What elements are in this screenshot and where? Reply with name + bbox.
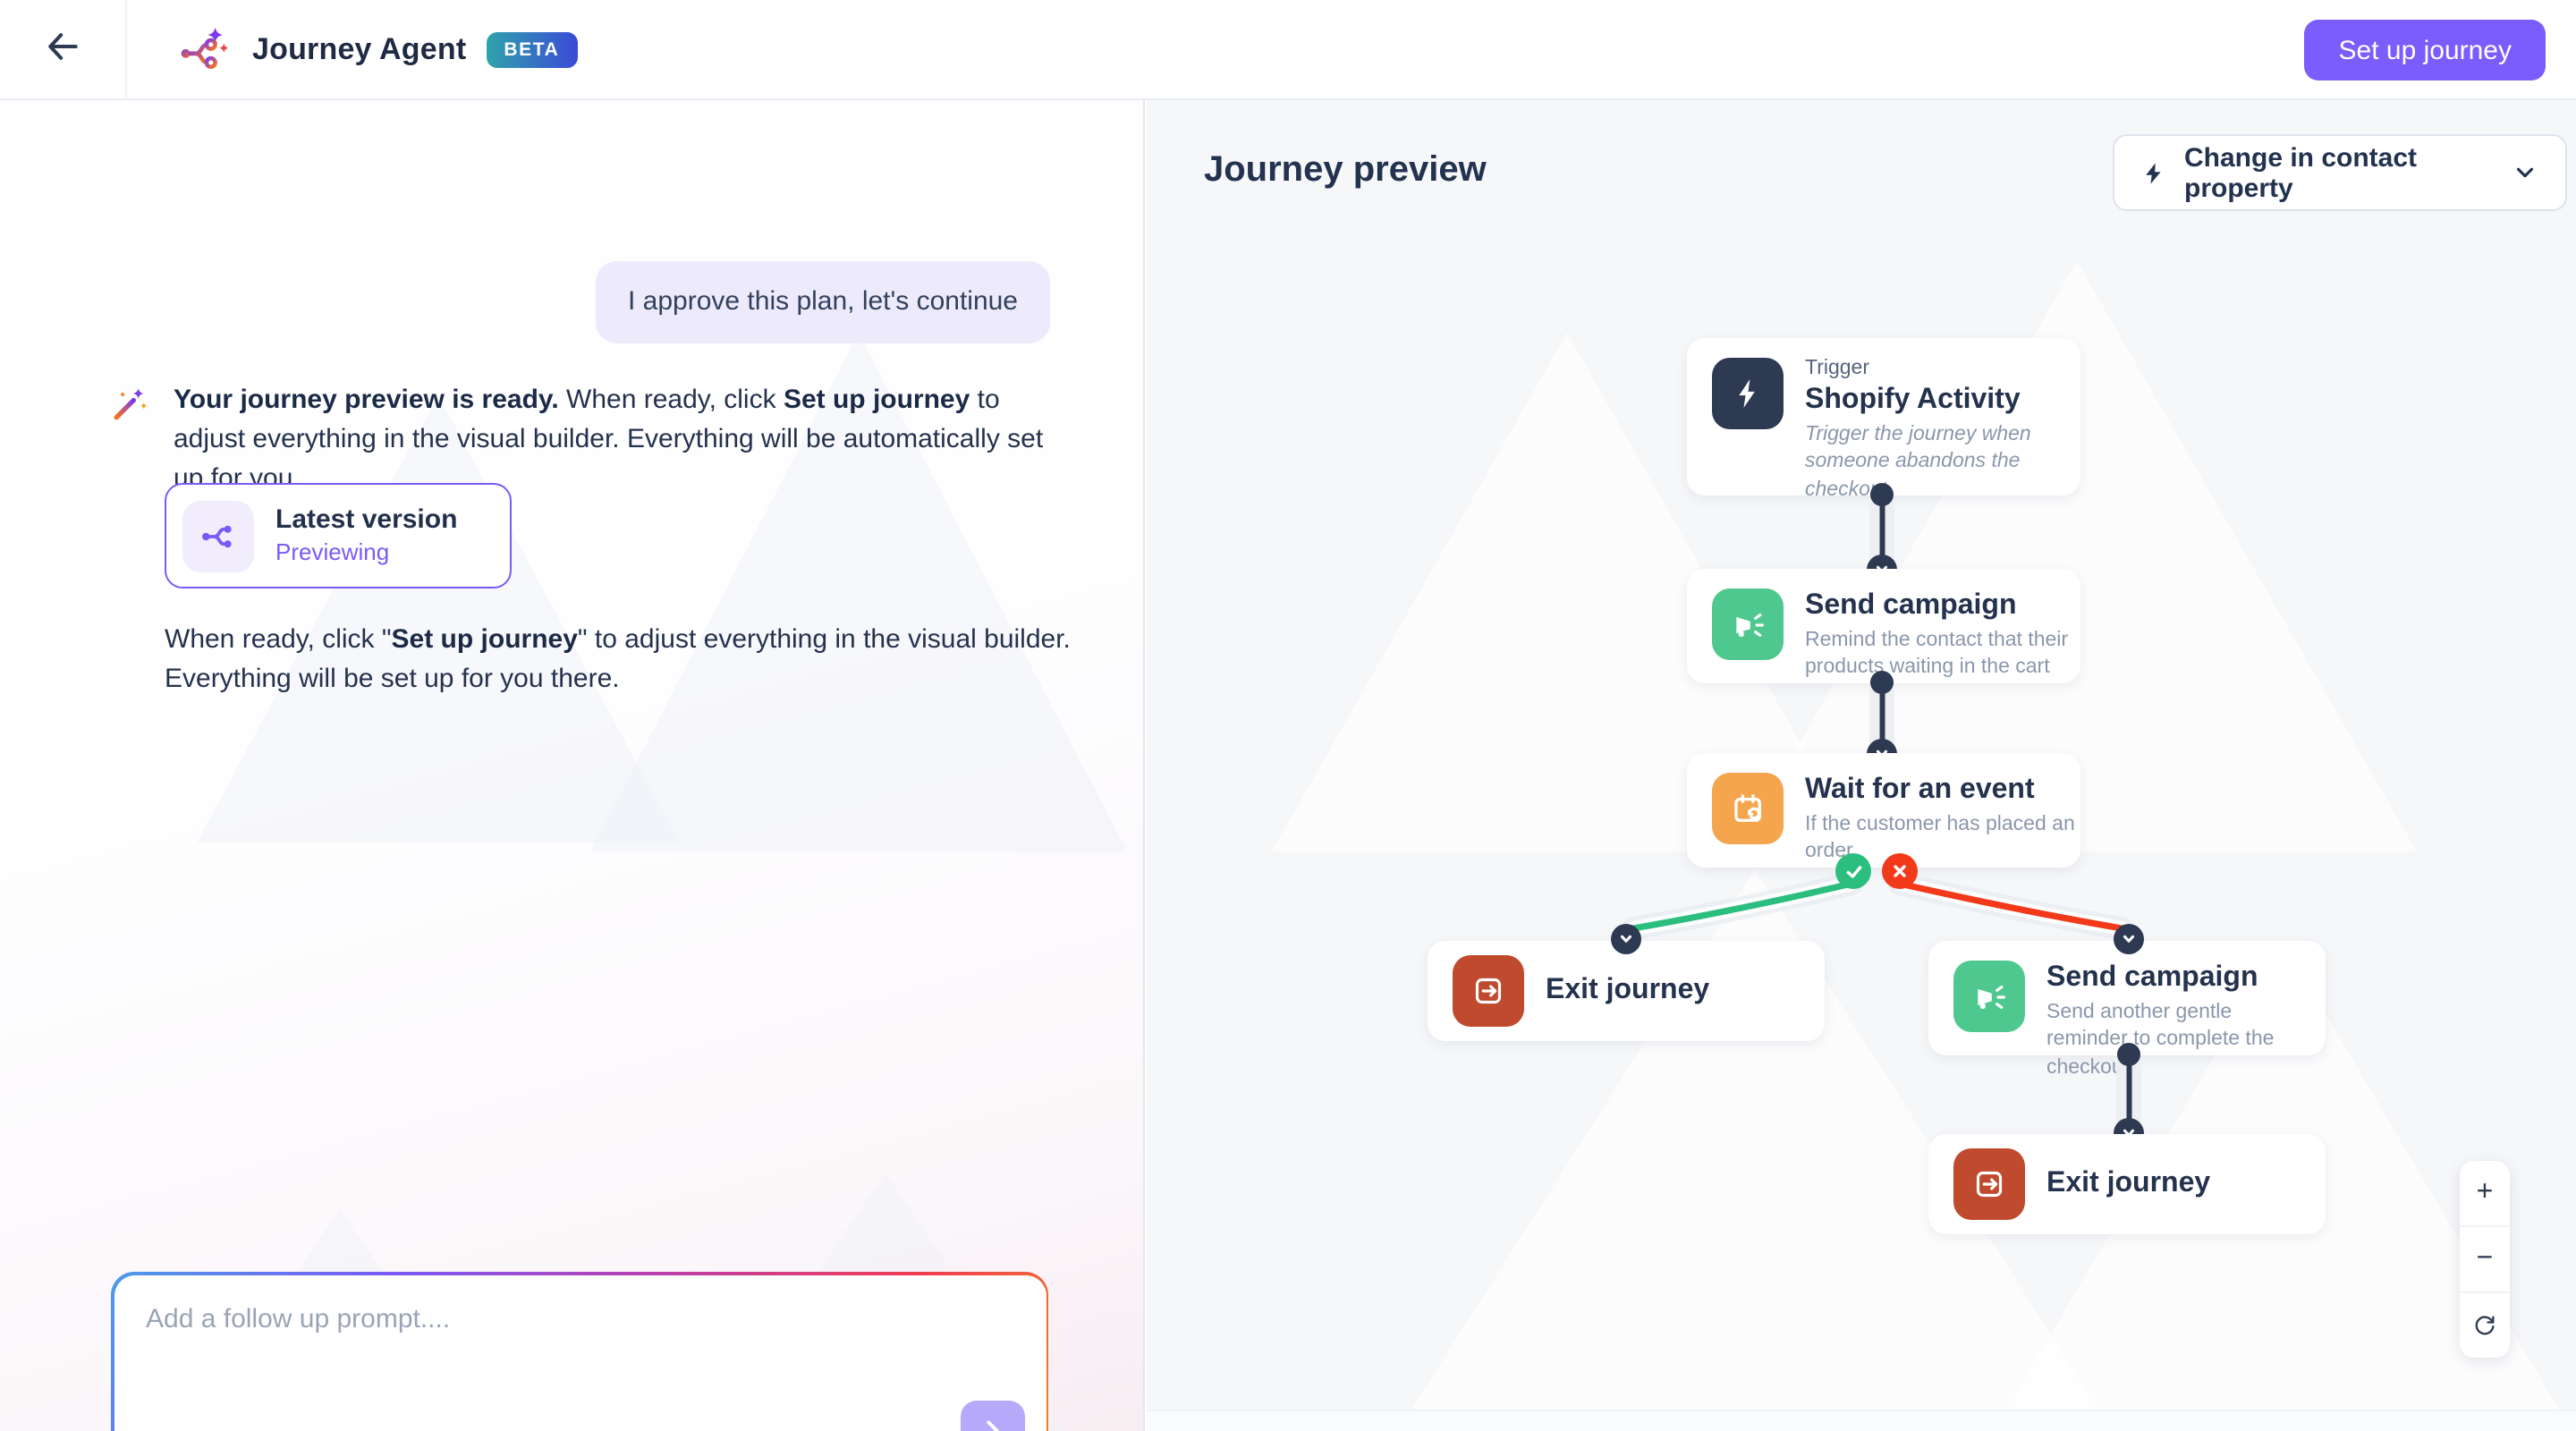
node-exit-journey-left[interactable]: Exit journey	[1428, 941, 1825, 1041]
calendar-icon	[1712, 773, 1784, 844]
canvas-zoom-controls: + −	[2460, 1161, 2510, 1358]
set-up-journey-button[interactable]: Set up journey	[2304, 20, 2546, 80]
assistant-message-text: Your journey preview is ready. When read…	[174, 381, 1064, 498]
connector-dot	[1870, 671, 1894, 694]
node-description: Send another gentle reminder to complete…	[2046, 1002, 2275, 1079]
node-title: Exit journey	[2046, 1168, 2211, 1199]
connector-dot	[1870, 483, 1894, 506]
arrow-left-icon	[43, 27, 82, 72]
node-send-campaign-1[interactable]: Send campaign Remind the contact that th…	[1687, 569, 2080, 683]
app-title: Journey Agent	[252, 31, 467, 65]
node-send-campaign-2[interactable]: Send campaign Send another gentle remind…	[1928, 941, 2326, 1078]
assistant-message: Your journey preview is ready. When read…	[111, 381, 1064, 498]
exit-icon	[1953, 1148, 2025, 1220]
followup-bold: Set up journey	[391, 624, 578, 655]
journey-preview-panel: Journey preview Change in contact proper…	[1147, 100, 2576, 1431]
lightning-icon	[1712, 358, 1784, 429]
followup-prompt-input[interactable]	[114, 1274, 1046, 1403]
assistant-text-bold: Set up journey	[783, 385, 970, 415]
node-wait-for-event[interactable]: Wait for an event If the customer has pl…	[1687, 753, 2080, 868]
chevron-down-icon[interactable]	[1611, 924, 1641, 954]
prompt-box	[114, 1274, 1046, 1431]
preview-title: Journey preview	[1204, 150, 1487, 190]
zoom-in-button[interactable]: +	[2460, 1161, 2510, 1225]
magic-wand-icon	[111, 385, 148, 498]
connector	[2113, 1043, 2145, 1148]
beta-badge: BETA	[486, 31, 578, 67]
app-header: Journey Agent BETA Set up journey	[0, 0, 2576, 100]
node-trigger-shopify-activity[interactable]: Trigger Shopify Activity Trigger the jou…	[1687, 338, 2080, 500]
chevron-down-icon	[2512, 159, 2538, 186]
version-card-status: Previewing	[275, 538, 390, 565]
user-message-bubble: I approve this plan, let's continue	[596, 261, 1050, 343]
send-prompt-button[interactable]	[960, 1400, 1024, 1431]
branch-no-badge[interactable]	[1882, 853, 1918, 889]
exit-icon	[1453, 955, 1524, 1027]
followup-segment: When ready, click "	[165, 624, 392, 655]
assistant-text-segment: When ready, click	[558, 385, 784, 415]
node-title: Wait for an event	[1805, 775, 2035, 805]
node-title: Exit journey	[1546, 975, 1710, 1006]
refresh-icon	[2472, 1313, 2497, 1338]
journey-sparkle-logo	[177, 22, 233, 76]
version-card-title: Latest version	[275, 504, 458, 535]
back-column	[0, 0, 127, 98]
lightning-icon	[2141, 158, 2166, 187]
back-button[interactable]	[36, 20, 89, 79]
node-title: Send campaign	[2046, 962, 2258, 993]
canvas-bottom-scroll-track[interactable]	[1147, 1410, 2576, 1431]
node-description: Remind the contact that their products w…	[1805, 630, 2069, 679]
contact-property-dropdown[interactable]: Change in contact property	[2113, 134, 2567, 211]
node-title: Shopify Activity	[1805, 385, 2021, 415]
x-icon	[1891, 862, 1909, 880]
chevron-right-icon	[978, 1417, 1006, 1431]
chat-panel: I approve this plan, let's continue Your…	[0, 100, 1145, 1431]
journey-branch-icon	[182, 500, 254, 572]
chevron-down-icon[interactable]	[2114, 924, 2144, 954]
connector-dot	[2117, 1043, 2140, 1066]
followup-note: When ready, click "Set up journey" to ad…	[165, 621, 1073, 699]
app-brand: Journey Agent BETA	[177, 0, 578, 98]
check-icon	[1843, 861, 1863, 881]
latest-version-card[interactable]: Latest version Previewing	[165, 483, 512, 588]
megaphone-icon	[1953, 961, 2025, 1032]
assistant-text-bold: Your journey preview is ready.	[174, 385, 559, 415]
megaphone-icon	[1712, 588, 1784, 660]
prompt-input-container	[111, 1272, 1048, 1431]
zoom-out-button[interactable]: −	[2460, 1225, 2510, 1291]
branch-yes-badge[interactable]	[1835, 853, 1871, 889]
node-kicker: Trigger	[1805, 358, 1869, 379]
dropdown-label: Change in contact property	[2184, 142, 2418, 203]
reset-view-button[interactable]	[2460, 1291, 2510, 1358]
node-title: Send campaign	[1805, 590, 2017, 621]
node-exit-journey-bottom[interactable]: Exit journey	[1928, 1134, 2326, 1234]
node-description: Trigger the journey when someone abandon…	[1805, 424, 2031, 501]
journey-canvas: Trigger Shopify Activity Trigger the jou…	[1147, 100, 2576, 1431]
